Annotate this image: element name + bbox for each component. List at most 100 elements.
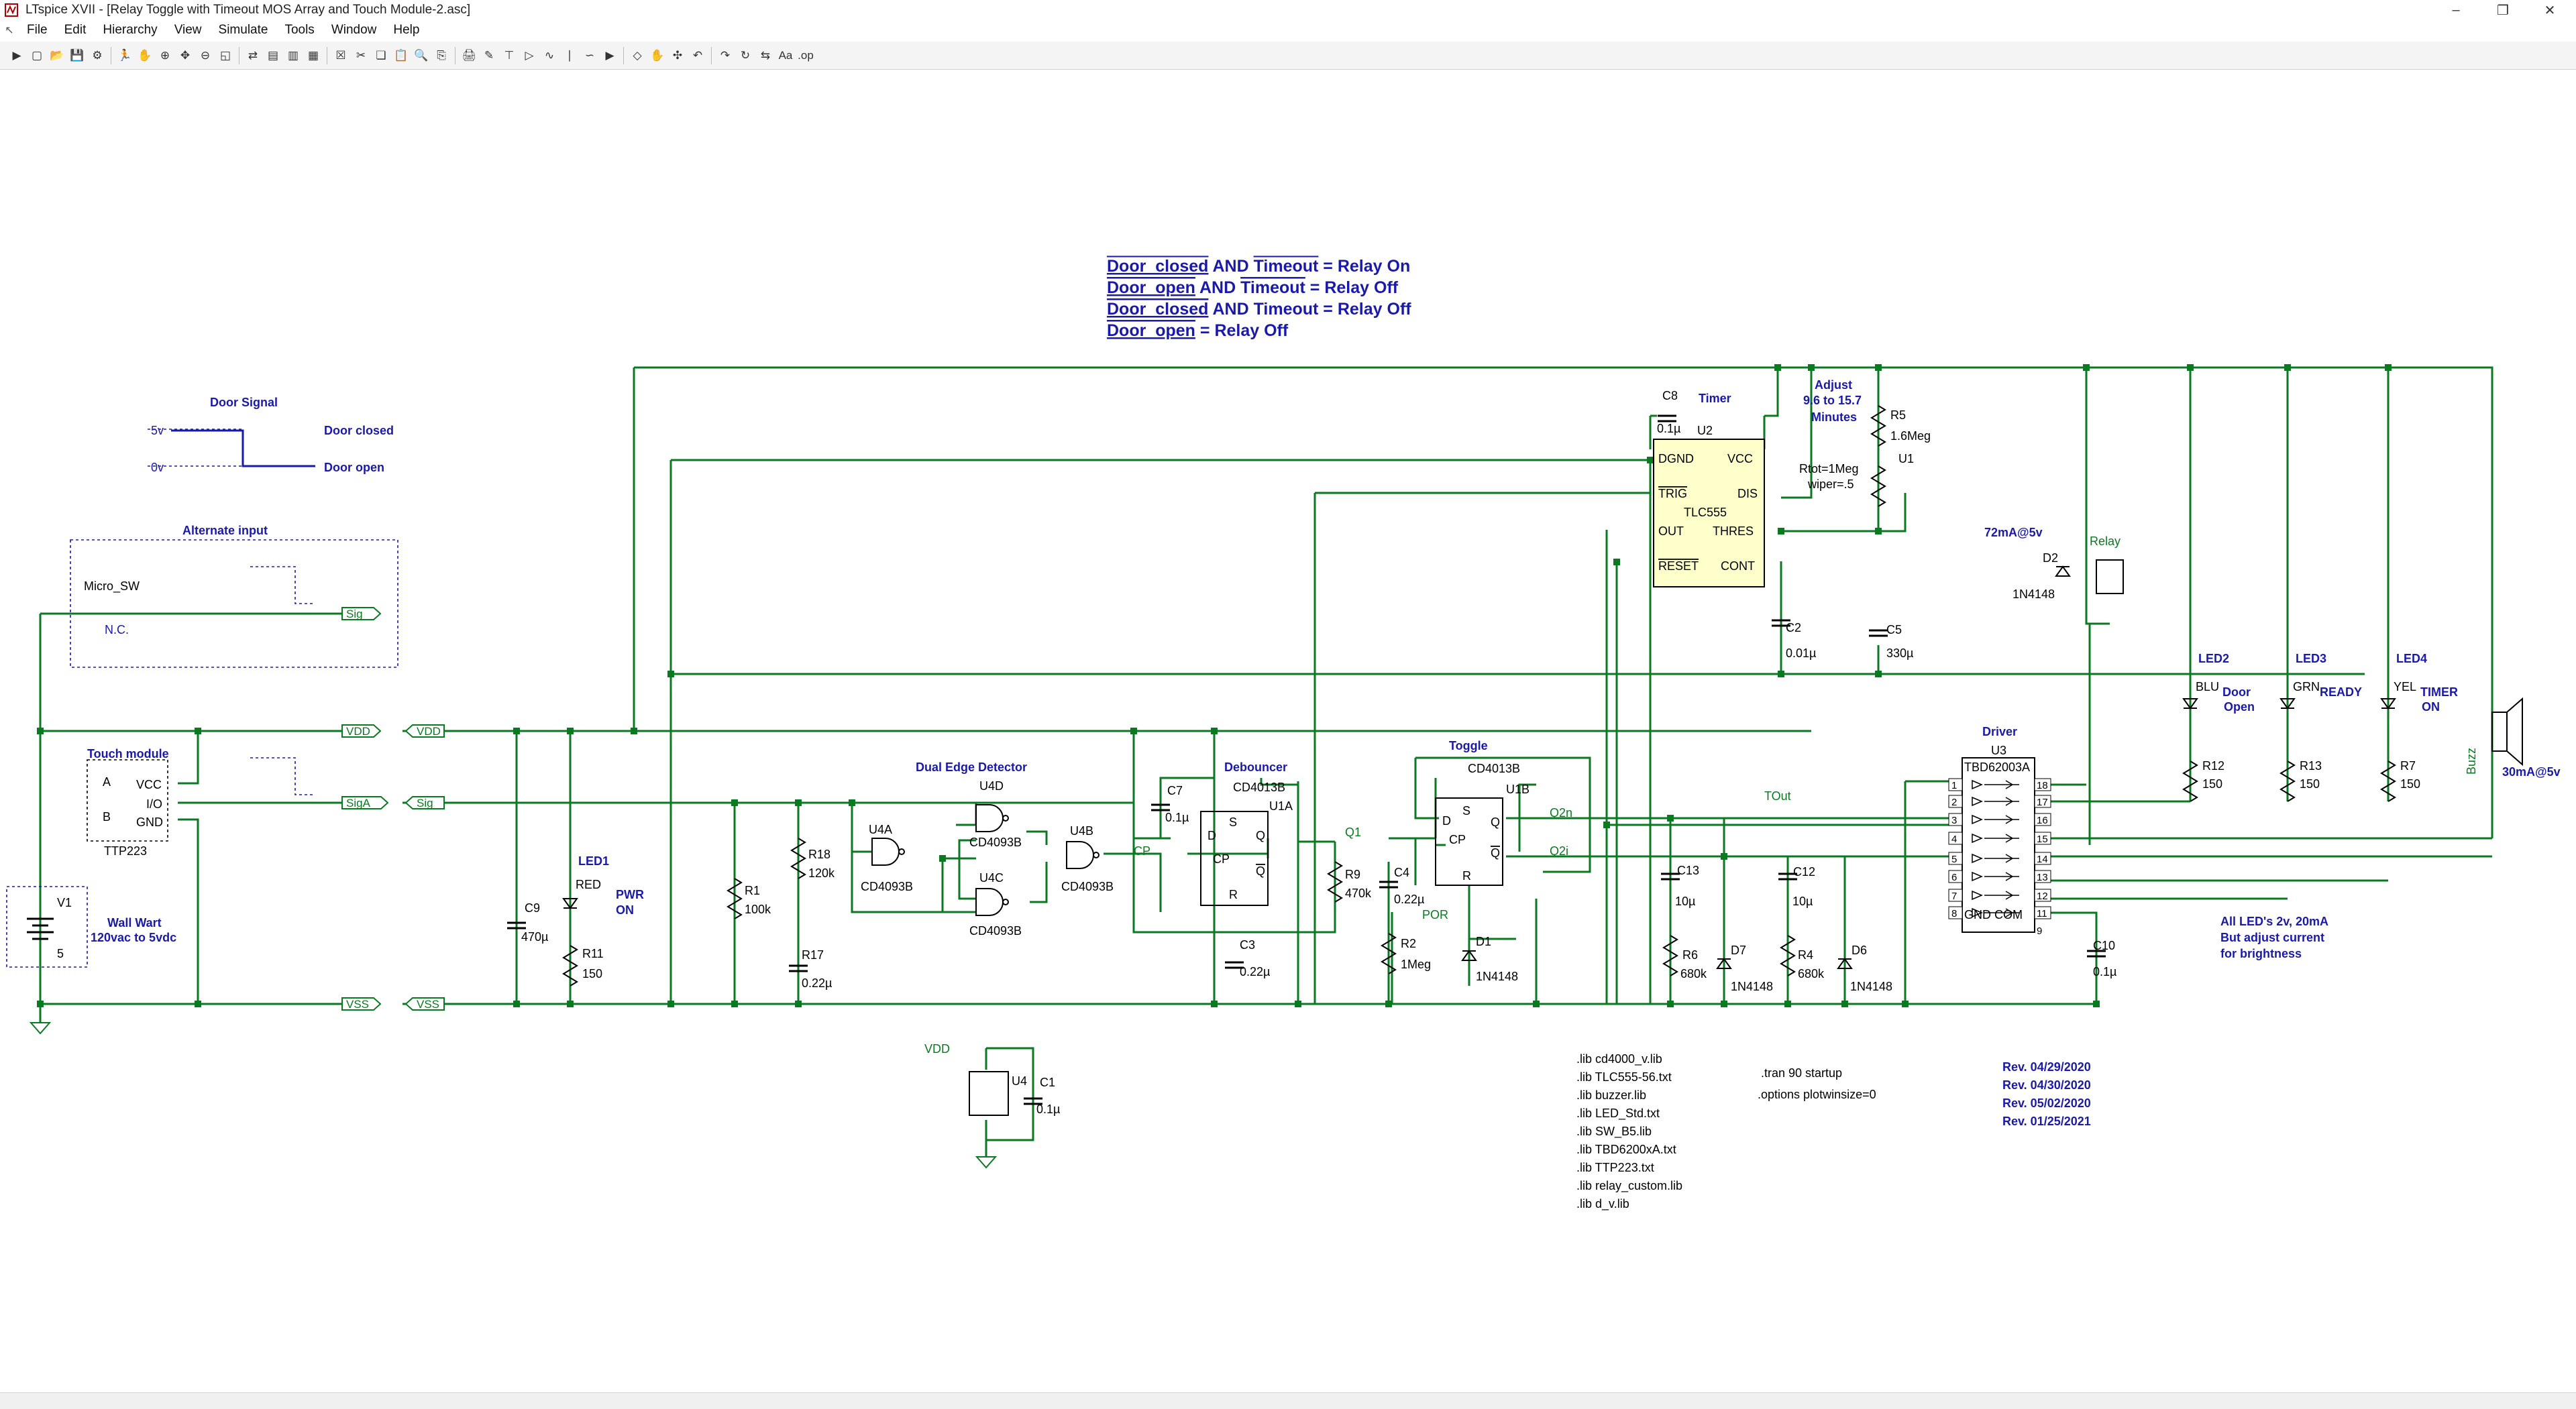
menu-help[interactable]: Help: [393, 23, 420, 37]
tile-horizontal-icon[interactable]: ▥: [287, 48, 299, 62]
options-directive[interactable]: .options plotwinsize=0: [1758, 1088, 1876, 1101]
r18-resistor[interactable]: [790, 838, 806, 879]
spice-lib-directive-7[interactable]: .lib TTP223.txt: [1576, 1161, 1654, 1174]
drag-icon[interactable]: ✣: [672, 48, 683, 62]
menu-tools[interactable]: Tools: [284, 23, 315, 37]
cut-icon[interactable]: ✂: [356, 48, 366, 62]
siga-net-label[interactable]: SigA: [341, 796, 389, 809]
r1-resistor[interactable]: [727, 878, 743, 919]
redo-icon[interactable]: ↷: [720, 48, 731, 62]
c13-capacitor[interactable]: [1661, 872, 1680, 881]
rotate-icon[interactable]: ↻: [740, 48, 751, 62]
c12-capacitor[interactable]: [1778, 872, 1797, 881]
c3-capacitor[interactable]: [1225, 961, 1244, 969]
menu-window[interactable]: Window: [331, 23, 377, 37]
led1-symbol[interactable]: [562, 898, 578, 909]
diode-icon[interactable]: ▶: [605, 48, 614, 62]
r11-resistor[interactable]: [562, 945, 578, 987]
spice-lib-directive-8[interactable]: .lib relay_custom.lib: [1576, 1179, 1682, 1193]
mirror-icon[interactable]: ⇆: [760, 48, 771, 62]
led4-symbol[interactable]: [2380, 698, 2396, 710]
u4a-gate[interactable]: [871, 838, 906, 866]
vdd-net-label-2[interactable]: VDD: [405, 724, 445, 738]
zoom-in-icon[interactable]: ⊕: [160, 48, 170, 62]
spice-lib-directive-1[interactable]: .lib cd4000_v.lib: [1576, 1052, 1662, 1066]
r17-capacitor[interactable]: [789, 964, 808, 972]
sig-net-label-2[interactable]: Sig: [405, 796, 445, 809]
tile-vertical-icon[interactable]: ▤: [267, 48, 279, 62]
run-simulation-icon[interactable]: 🏃: [117, 48, 132, 62]
menu-edit[interactable]: Edit: [64, 23, 87, 37]
spice-lib-directive-2[interactable]: .lib TLC555-56.txt: [1576, 1070, 1672, 1084]
u4c-gate[interactable]: [975, 888, 1010, 916]
spice-lib-directive-6[interactable]: .lib TBD6200xA.txt: [1576, 1143, 1676, 1156]
find-icon[interactable]: 🔍: [414, 48, 429, 62]
c2-capacitor[interactable]: [1772, 619, 1790, 627]
u1-potentiometer[interactable]: [1870, 465, 1886, 507]
halt-icon[interactable]: ✋: [138, 48, 152, 62]
resistor-icon[interactable]: ∿: [544, 48, 555, 62]
c7-capacitor[interactable]: [1151, 803, 1170, 811]
menu-file[interactable]: File: [27, 23, 48, 37]
print-setup-icon[interactable]: ⎘: [437, 48, 446, 62]
ground-symbol[interactable]: [975, 1156, 998, 1169]
draw-wire-icon[interactable]: ✎: [484, 48, 494, 62]
r-led4-resistor[interactable]: [2380, 760, 2396, 802]
c4-capacitor[interactable]: [1379, 881, 1398, 889]
vss-net-label-2[interactable]: VSS: [405, 997, 445, 1011]
d1-symbol[interactable]: [1461, 950, 1477, 961]
pan-icon[interactable]: ✥: [180, 48, 191, 62]
vss-net-label[interactable]: VSS: [341, 997, 382, 1011]
inductor-icon[interactable]: ∽: [584, 48, 595, 62]
r2-resistor[interactable]: [1381, 933, 1397, 974]
menu-hierarchy[interactable]: Hierarchy: [103, 23, 158, 37]
spice-lib-directive-9[interactable]: .lib d_v.lib: [1576, 1197, 1629, 1211]
ground-symbol[interactable]: [29, 1022, 52, 1035]
open-icon[interactable]: 📂: [50, 48, 64, 62]
led3-symbol[interactable]: [2279, 698, 2296, 710]
minimize-button[interactable]: –: [2432, 0, 2479, 20]
save-icon[interactable]: 💾: [70, 48, 85, 62]
r-led3-resistor[interactable]: [2279, 760, 2296, 802]
tran-directive[interactable]: .tran 90 startup: [1761, 1066, 1842, 1080]
spice-lib-directive-3[interactable]: .lib buzzer.lib: [1576, 1088, 1646, 1102]
capacitor-icon[interactable]: ∣: [566, 48, 573, 62]
c1-capacitor[interactable]: [1024, 1097, 1042, 1105]
u4d-gate[interactable]: [975, 804, 1010, 832]
label-net-icon[interactable]: ▷: [525, 48, 534, 62]
cascade-icon[interactable]: ▦: [307, 48, 319, 62]
led2-symbol[interactable]: [2182, 698, 2198, 710]
close-window-icon[interactable]: ☒: [335, 48, 346, 62]
c5-capacitor[interactable]: [1869, 629, 1888, 637]
maximize-button[interactable]: ❐: [2479, 0, 2526, 20]
menu-simulate[interactable]: Simulate: [218, 23, 268, 37]
c8-capacitor[interactable]: [1658, 414, 1676, 422]
run-icon[interactable]: ▶: [12, 48, 21, 62]
component-icon[interactable]: ◇: [633, 48, 642, 62]
d6-symbol[interactable]: [1837, 958, 1853, 969]
autorange-icon[interactable]: ⇄: [248, 48, 258, 62]
d7-symbol[interactable]: [1716, 958, 1732, 969]
print-icon[interactable]: 🖨: [462, 48, 476, 62]
text-icon[interactable]: Aa: [778, 48, 793, 62]
menu-view[interactable]: View: [174, 23, 202, 37]
c10-capacitor[interactable]: [2087, 950, 2106, 958]
control-panel-icon[interactable]: ⚙: [92, 48, 103, 62]
ground-icon[interactable]: ⊤: [504, 48, 515, 62]
copy-icon[interactable]: ❏: [376, 48, 386, 62]
zoom-out-icon[interactable]: ⊖: [200, 48, 211, 62]
r4-resistor[interactable]: [1780, 935, 1796, 976]
spice-lib-directive-5[interactable]: .lib SW_B5.lib: [1576, 1125, 1652, 1139]
mdi-child-icon[interactable]: ↖: [5, 25, 14, 36]
move-icon[interactable]: ✋: [650, 48, 665, 62]
spice-lib-directive-4[interactable]: .lib LED_Std.txt: [1576, 1107, 1660, 1121]
paste-icon[interactable]: 📋: [394, 48, 409, 62]
close-button[interactable]: ✕: [2526, 0, 2573, 20]
u4b-gate[interactable]: [1066, 841, 1100, 869]
zoom-fit-icon[interactable]: ◱: [219, 48, 231, 62]
r5-resistor[interactable]: [1870, 405, 1886, 447]
d2-symbol[interactable]: [2055, 565, 2071, 577]
r-led2-resistor[interactable]: [2182, 760, 2198, 802]
